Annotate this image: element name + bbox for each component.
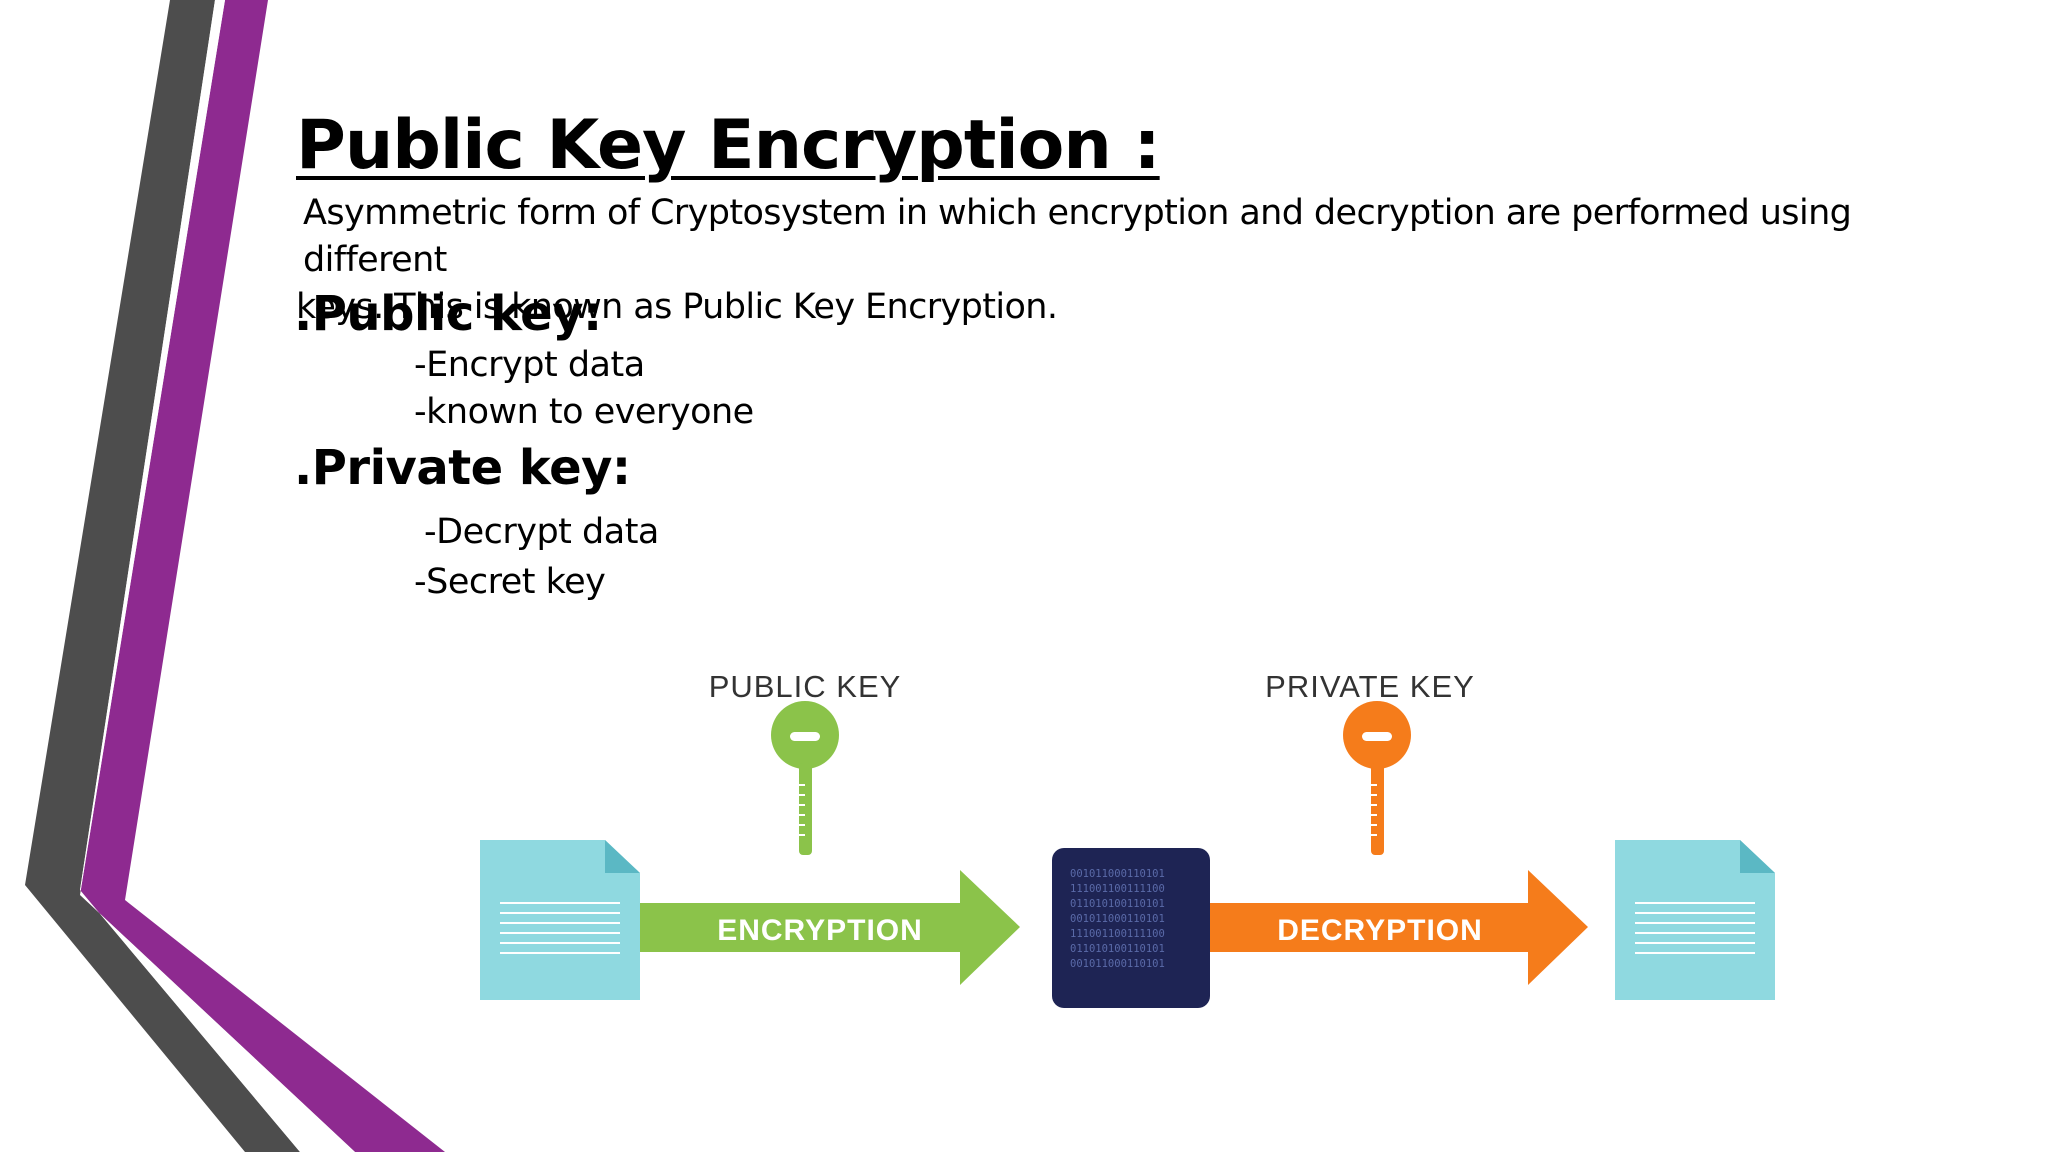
description-paragraph: Asymmetric form of Cryptosystem in which…: [296, 190, 1936, 331]
encryption-label: ENCRYPTION: [717, 914, 923, 947]
private-key-item-decrypt: -Decrypt data: [424, 512, 659, 552]
encryption-arrow: ENCRYPTION: [640, 870, 1020, 985]
private-key-heading: .Private key:: [294, 440, 631, 496]
decrypted-document-icon: [1615, 840, 1775, 1000]
private-key-item-secret: -Secret key: [414, 562, 606, 602]
public-key-item-encrypt: -Encrypt data: [414, 345, 645, 385]
chevron-purple-stripe: [80, 0, 445, 1152]
decryption-label: DECRYPTION: [1277, 914, 1483, 947]
page-title: Public Key Encryption :: [296, 106, 1161, 185]
description-line-1: Asymmetric form of Cryptosystem in which…: [303, 193, 1852, 280]
plaintext-document-icon: [480, 840, 640, 1000]
cipher-line: 111001100111100: [1070, 883, 1165, 895]
private-key-label: PRIVATE KEY: [1265, 669, 1475, 704]
public-key-label: PUBLIC KEY: [709, 669, 902, 704]
public-key-item-known: -known to everyone: [414, 392, 754, 432]
public-key-heading: .Public key:: [294, 286, 602, 342]
encryption-diagram: PUBLIC KEY PRIVATE KEY: [480, 669, 1775, 1008]
cipher-line: 111001100111100: [1070, 928, 1165, 940]
ciphertext-block: 001011000110101 111001100111100 0110101001…: [1052, 848, 1210, 1008]
cipher-line: 001011000110101: [1070, 868, 1165, 880]
green-key-icon: [771, 701, 839, 855]
cipher-line: 001011000110101: [1070, 913, 1165, 925]
description-line-2: keys. This is known as Public Key Encryp…: [296, 287, 1058, 327]
orange-key-icon: [1343, 701, 1411, 855]
cipher-line: 001011000110101: [1070, 958, 1165, 970]
chevron-gray-stripe: [25, 0, 300, 1152]
cipher-line: 011010100110101: [1070, 898, 1165, 910]
decryption-arrow: DECRYPTION: [1210, 870, 1588, 985]
cipher-line: 011010100110101: [1070, 943, 1165, 955]
